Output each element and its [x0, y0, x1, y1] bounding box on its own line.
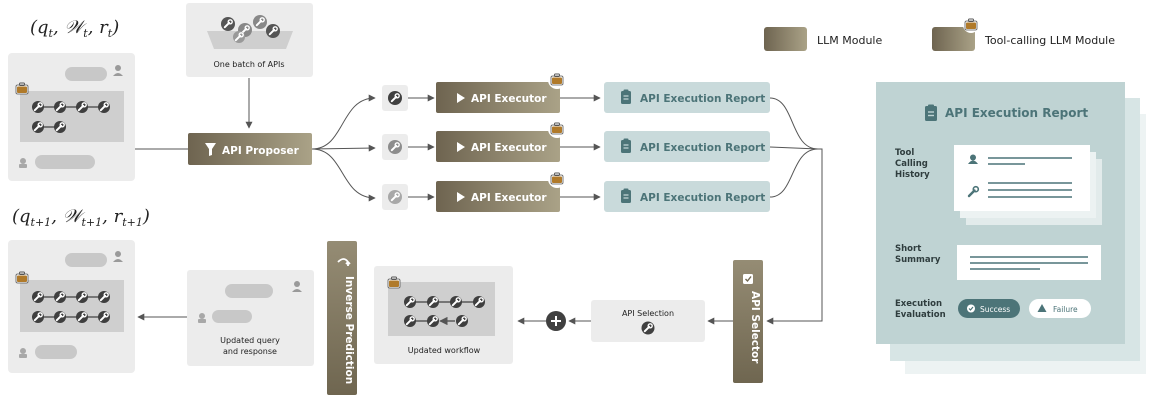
- state-t1-workflow: [20, 280, 124, 332]
- api-proposer-label: API Proposer: [222, 145, 300, 157]
- legend-llm-label: LLM Module: [817, 34, 882, 47]
- report-panel: API Execution Report Tool Calling Histor…: [876, 82, 1146, 374]
- legend-tool-label: Tool-calling LLM Module: [984, 34, 1115, 47]
- success-badge: [958, 299, 1020, 318]
- person-icon: [968, 154, 978, 164]
- tool-node-icon: [32, 311, 44, 323]
- tool-node-icon: [54, 121, 66, 133]
- updated-workflow: Updated workflow: [374, 266, 513, 364]
- state-t1: (qt+1, 𝒲t+1, rt+1): [8, 206, 150, 373]
- updated-query-line2: and response: [223, 347, 277, 356]
- tool-node-icon: [98, 291, 110, 303]
- api-selection-label: API Selection: [622, 309, 674, 318]
- tool-node-icon: [54, 291, 66, 303]
- tool-node-icon: [404, 296, 416, 308]
- tool-node-icon: [473, 296, 485, 308]
- tool-node-icon: [456, 315, 468, 327]
- execution-evaluation-label: Execution Evaluation: [895, 299, 946, 320]
- failure-badge: [1029, 299, 1091, 318]
- state-t: (qt, 𝒲t, rt): [8, 17, 135, 181]
- api-batch: One batch of APIs: [186, 3, 313, 77]
- legend-tool-swatch: [932, 27, 975, 51]
- tool-node-icon: [404, 315, 416, 327]
- toolbox-icon: [15, 82, 29, 95]
- api-selector: API Selector: [733, 260, 763, 383]
- executor-row-3: API Executor API Execution Report: [382, 170, 770, 212]
- report-label-1: API Execution Report: [640, 93, 765, 105]
- updated-workflow-label: Updated workflow: [408, 346, 481, 355]
- panel-title: API Execution Report: [945, 106, 1088, 120]
- tool-node-icon: [427, 296, 439, 308]
- updated-query: Updated query and response: [187, 270, 314, 366]
- inverse-prediction-label: Inverse Prediction: [343, 276, 355, 384]
- report-icon: [621, 89, 631, 104]
- play-icon: [457, 93, 465, 103]
- tool-node-icon: [76, 101, 88, 113]
- executor-row-1: API Executor API Execution Report: [382, 71, 770, 113]
- tool-node-icon: [427, 315, 439, 327]
- tool-node-icon: [54, 101, 66, 113]
- tool-node-icon: [54, 311, 66, 323]
- api-executor-label-1: API Executor: [471, 93, 547, 105]
- inverse-prediction: Inverse Prediction: [327, 241, 357, 395]
- tool-node-icon: [32, 101, 44, 113]
- tool-node-icon: [76, 311, 88, 323]
- api-proposer: API Proposer: [188, 133, 312, 165]
- tool-history-label: Tool Calling History: [895, 148, 931, 180]
- legend-llm-swatch: [764, 27, 807, 51]
- success-label: Success: [980, 305, 1010, 314]
- warning-icon: [1037, 304, 1047, 312]
- updated-query-line1: Updated query: [220, 336, 280, 345]
- short-summary-label: Short Summary: [895, 244, 941, 265]
- failure-label: Failure: [1053, 305, 1078, 314]
- report-label-2: API Execution Report: [640, 142, 765, 154]
- state-t1-label: (qt+1, 𝒲t+1, rt+1): [12, 206, 150, 229]
- check-icon: [967, 304, 975, 313]
- user-icon: [115, 65, 121, 71]
- api-selection: API Selection: [591, 300, 705, 342]
- report-label-3: API Execution Report: [640, 192, 765, 204]
- legend: LLM Module Tool-calling LLM Module: [764, 17, 1115, 51]
- state-t-workflow: [20, 91, 124, 142]
- robot-icon: [19, 158, 27, 168]
- tool-node-icon: [76, 291, 88, 303]
- reverse-icon: [337, 258, 351, 266]
- tool-node-icon: [450, 296, 462, 308]
- api-executor-label-3: API Executor: [471, 192, 547, 204]
- wrench-icon: [967, 185, 980, 198]
- state-t-label: (qt, 𝒲t, rt): [30, 17, 119, 40]
- executor-row-2: API Executor API Execution Report: [382, 120, 770, 162]
- api-batch-label: One batch of APIs: [213, 60, 284, 69]
- tool-node-icon: [98, 311, 110, 323]
- api-executor-label-2: API Executor: [471, 142, 547, 154]
- filter-icon: [205, 143, 216, 156]
- api-selector-label: API Selector: [749, 291, 761, 364]
- tool-node-icon: [98, 101, 110, 113]
- panel-report-icon: [925, 104, 937, 121]
- tool-node-icon: [32, 121, 44, 133]
- tool-node-icon: [32, 291, 44, 303]
- select-icon: [743, 274, 753, 284]
- plus-icon: [546, 311, 566, 331]
